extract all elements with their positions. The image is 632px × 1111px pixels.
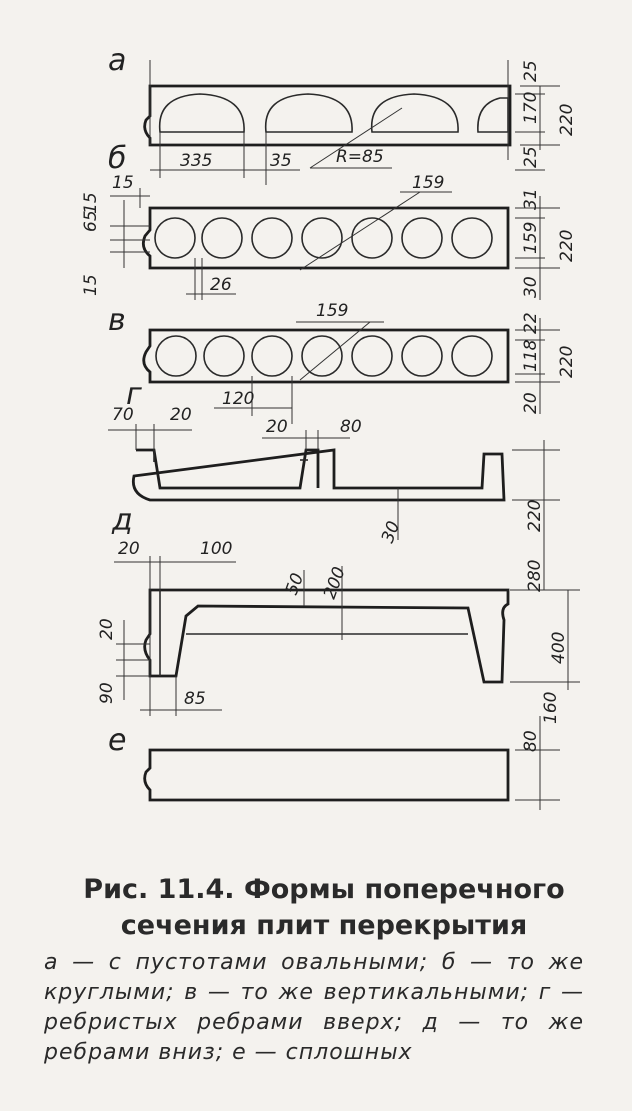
radius-leader <box>309 107 403 169</box>
dim-label: 220 <box>557 230 577 262</box>
panel-label-e: е <box>108 723 126 758</box>
dim-label: 280 <box>525 560 545 592</box>
diameter-leader <box>299 191 421 271</box>
round-voids-b <box>154 217 493 259</box>
dim-label: 200 <box>320 564 350 601</box>
section-b-outline <box>141 206 510 270</box>
section-g-outline <box>131 448 506 502</box>
section-a: а 25 170 220 25 335 35 R=85 <box>108 43 577 185</box>
round-void <box>451 335 493 377</box>
oval-void-4 <box>477 97 509 133</box>
dim-label: 400 <box>549 632 569 664</box>
caption-title-line1: Рис. 11.4. Формы поперечного <box>83 874 565 905</box>
dim-label: 25 <box>521 146 541 168</box>
round-void <box>301 335 343 377</box>
dim-label: 20 <box>266 417 288 437</box>
panel-label-a: а <box>108 43 126 78</box>
round-void <box>351 335 393 377</box>
figure-caption-text: а — с пустотами овальными; б — то же кру… <box>44 950 584 1065</box>
round-void <box>451 217 493 259</box>
round-void <box>201 217 243 259</box>
panel-label-b: б <box>108 141 127 176</box>
round-voids-v <box>155 335 493 377</box>
diameter-leader <box>299 321 371 381</box>
dim-label: R=85 <box>336 147 384 167</box>
section-b: б 15 65 15 15 159 26 31 <box>81 141 577 300</box>
dim-label: 30 <box>378 519 404 546</box>
round-void <box>301 217 343 259</box>
dim-label: 118 <box>521 339 541 372</box>
oval-void-3 <box>370 93 459 133</box>
dim-label: 85 <box>184 689 206 709</box>
panel-label-v: в <box>108 303 126 338</box>
round-void <box>401 335 443 377</box>
dim-label: 20 <box>118 539 140 559</box>
dim-label: 159 <box>412 173 444 193</box>
section-v: в 159 120 22 118 220 20 <box>108 301 577 424</box>
dim-label: 159 <box>521 222 541 254</box>
dim-label: 159 <box>316 301 348 321</box>
panel-label-d: д <box>111 503 133 538</box>
dim-label: 20 <box>521 392 541 414</box>
dim-label: 25 <box>521 60 541 82</box>
section-e-outline <box>143 748 510 802</box>
section-g: г 70 20 20 80 30 220 <box>108 377 560 590</box>
dim-label: 15 <box>81 192 101 214</box>
round-void <box>401 217 443 259</box>
round-void <box>351 217 393 259</box>
dim-label: 220 <box>525 500 545 532</box>
dim-label: 20 <box>97 618 117 640</box>
dim-label: 35 <box>270 151 292 171</box>
oval-void-1 <box>158 93 245 133</box>
dim-label: 31 <box>521 188 541 210</box>
oval-void-2 <box>264 93 353 133</box>
round-void <box>203 335 245 377</box>
dim-label: 80 <box>340 417 362 437</box>
section-v-outline <box>142 328 510 384</box>
round-void <box>154 217 196 259</box>
dim-label: 120 <box>222 389 254 409</box>
section-a-outline <box>143 84 512 147</box>
figure-caption-title: Рис. 11.4. Формы поперечного сечения пли… <box>44 872 604 944</box>
dim-label: 80 <box>521 730 541 752</box>
section-e: е 80 160 <box>108 692 561 810</box>
dim-label: 65 <box>81 210 101 232</box>
dim-label: 335 <box>180 151 212 171</box>
round-void <box>251 335 293 377</box>
dim-label: 100 <box>200 539 232 559</box>
dim-label: 26 <box>210 275 232 295</box>
section-d-outline <box>143 588 510 684</box>
dim-label: 30 <box>521 276 541 298</box>
dim-label: 15 <box>81 274 101 296</box>
dim-label: 70 <box>112 405 134 425</box>
dim-label: 20 <box>170 405 192 425</box>
dim-label: 22 <box>521 312 541 334</box>
round-void <box>251 217 293 259</box>
panel-label-g: г <box>126 377 142 412</box>
dim-label: 220 <box>557 346 577 378</box>
dim-label: 160 <box>541 692 561 724</box>
slab-cross-sections-drawing: а 25 170 220 25 335 35 R=85 б <box>81 43 580 810</box>
dim-label: 170 <box>521 92 541 124</box>
dim-label: 220 <box>557 104 577 136</box>
round-void <box>155 335 197 377</box>
section-d: д 20 100 50 200 280 400 20 90 85 <box>97 503 580 716</box>
dim-label: 15 <box>112 173 134 193</box>
dim-label: 90 <box>97 682 117 704</box>
caption-title-line2: сечения плит перекрытия <box>120 910 528 941</box>
